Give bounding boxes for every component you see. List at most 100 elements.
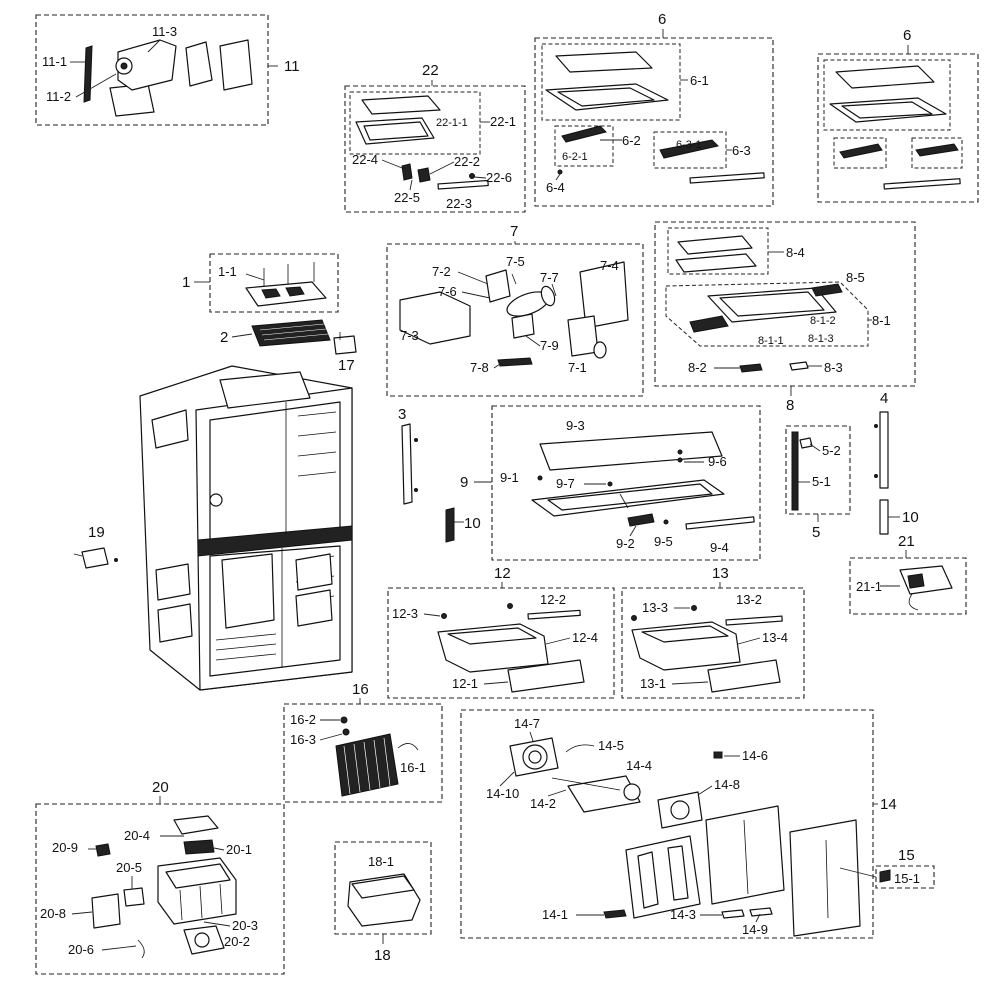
group-19: 19	[73, 524, 118, 569]
group-8-box	[654, 221, 916, 387]
part-9-4-rail	[685, 516, 755, 530]
label-16-1: 16-1	[400, 760, 426, 775]
group-22-1-box	[349, 91, 481, 155]
label-1-1: 1-1	[218, 264, 237, 279]
label-13-1: 13-1	[640, 676, 666, 691]
label-8-1-1: 8-1-1	[758, 335, 784, 347]
label-13: 13	[712, 565, 729, 582]
label-13-4: 13-4	[762, 630, 788, 645]
label-7-7: 7-7	[540, 270, 559, 285]
label-22-6: 22-6	[486, 170, 512, 185]
part-14-1	[603, 909, 627, 919]
label-8-1-3: 8-1-3	[808, 333, 834, 345]
label-8-3: 8-3	[824, 360, 843, 375]
label-14-8: 14-8	[714, 777, 740, 792]
group-1-box	[209, 253, 339, 313]
label-22-2: 22-2	[454, 154, 480, 169]
label-9-2: 9-2	[616, 536, 635, 551]
group-20-box	[35, 803, 285, 975]
group-21-box	[849, 557, 967, 615]
part-22-5	[417, 167, 431, 183]
label-14-9: 14-9	[742, 922, 768, 937]
label-12-3: 12-3	[392, 606, 418, 621]
label-7-3: 7-3	[400, 328, 419, 343]
part-6-1-glass	[555, 51, 653, 73]
label-8-4: 8-4	[786, 245, 805, 260]
group-7-box	[386, 243, 644, 397]
part-15-1	[879, 869, 891, 883]
part-11-cover-a	[185, 41, 213, 87]
group-6-b-sub-2	[833, 137, 887, 169]
part-9-2	[627, 513, 655, 527]
label-21: 21	[898, 533, 915, 550]
label-20-8: 20-8	[40, 906, 66, 921]
group-7: 7 7-2 7-5 7-7 7-4 7-6 7-3 7-9 7-8 7-1	[386, 223, 644, 397]
group-20: 20 20-4 20-1 20-9 20-5 20-8 20-3 20-2 20…	[35, 779, 285, 975]
label-9-4: 9-4	[710, 540, 729, 555]
part-10-b	[879, 499, 889, 535]
label-11: 11	[284, 58, 300, 75]
label-12: 12	[494, 565, 511, 582]
part-1-1-plate	[245, 281, 327, 307]
label-9-6: 9-6	[708, 454, 727, 469]
group-17: 17	[333, 332, 357, 374]
label-9: 9	[460, 474, 468, 491]
label-20: 20	[152, 779, 169, 796]
label-16: 16	[352, 681, 369, 698]
part-5-2	[799, 437, 813, 449]
part-6-3-bracket	[659, 139, 719, 159]
label-19: 19	[88, 524, 105, 541]
label-6-3-1: 6-3-1	[676, 139, 702, 151]
label-18-1: 18-1	[368, 854, 394, 869]
label-20-4: 20-4	[124, 828, 150, 843]
part-17	[333, 335, 357, 355]
label-5-1: 5-1	[812, 474, 831, 489]
label-9-3: 9-3	[566, 418, 585, 433]
label-20-2: 20-2	[224, 934, 250, 949]
cabinet-fridge-opening	[209, 401, 341, 541]
group-15: 15 15-1	[839, 847, 935, 889]
part-8-2	[739, 363, 763, 373]
cabinet-divider	[197, 525, 353, 557]
part-14-9	[749, 907, 773, 917]
part-13-2-rail	[725, 615, 783, 626]
part-5-1-rail	[791, 431, 799, 511]
part-7-8	[497, 357, 533, 367]
label-20-1: 20-1	[226, 842, 252, 857]
part-3-rail	[401, 423, 413, 505]
part-20-1	[183, 839, 215, 855]
label-14-1: 14-1	[542, 907, 568, 922]
label-7-6: 7-6	[438, 284, 457, 299]
part-10-a	[445, 507, 455, 543]
label-22-1-1: 22-1-1	[436, 117, 468, 129]
part-7-4	[579, 261, 629, 329]
label-22-3: 22-3	[446, 196, 472, 211]
label-11-3: 11-3	[152, 24, 177, 39]
label-7-5: 7-5	[506, 254, 525, 269]
group-8-1-box	[665, 281, 869, 347]
label-21-1: 21-1	[856, 579, 882, 594]
label-9-7: 9-7	[556, 476, 575, 491]
group-6-1-box	[541, 43, 681, 121]
label-7-2: 7-2	[432, 264, 451, 279]
group-6-b-box	[817, 53, 979, 203]
main-cabinet	[139, 365, 353, 691]
label-14-6: 14-6	[742, 748, 768, 763]
part-9-3-glass	[539, 431, 723, 471]
label-11-2: 11-2	[46, 89, 71, 104]
label-9-5: 9-5	[654, 534, 673, 549]
label-10-a: 10	[464, 515, 481, 532]
part-22-4	[401, 163, 413, 181]
label-12-2: 12-2	[540, 592, 566, 607]
part-6-b-glass	[835, 65, 935, 89]
part-19	[81, 547, 109, 569]
label-2: 2	[220, 329, 228, 346]
part-12-2-rail	[527, 609, 581, 620]
label-13-3: 13-3	[642, 600, 668, 615]
label-6-b: 6	[903, 27, 911, 44]
label-8-1: 8-1	[872, 313, 891, 328]
part-14-cover-a	[705, 805, 785, 905]
label-6-4: 6-4	[546, 180, 565, 195]
part-14-6	[713, 751, 723, 759]
label-18: 18	[374, 947, 391, 964]
